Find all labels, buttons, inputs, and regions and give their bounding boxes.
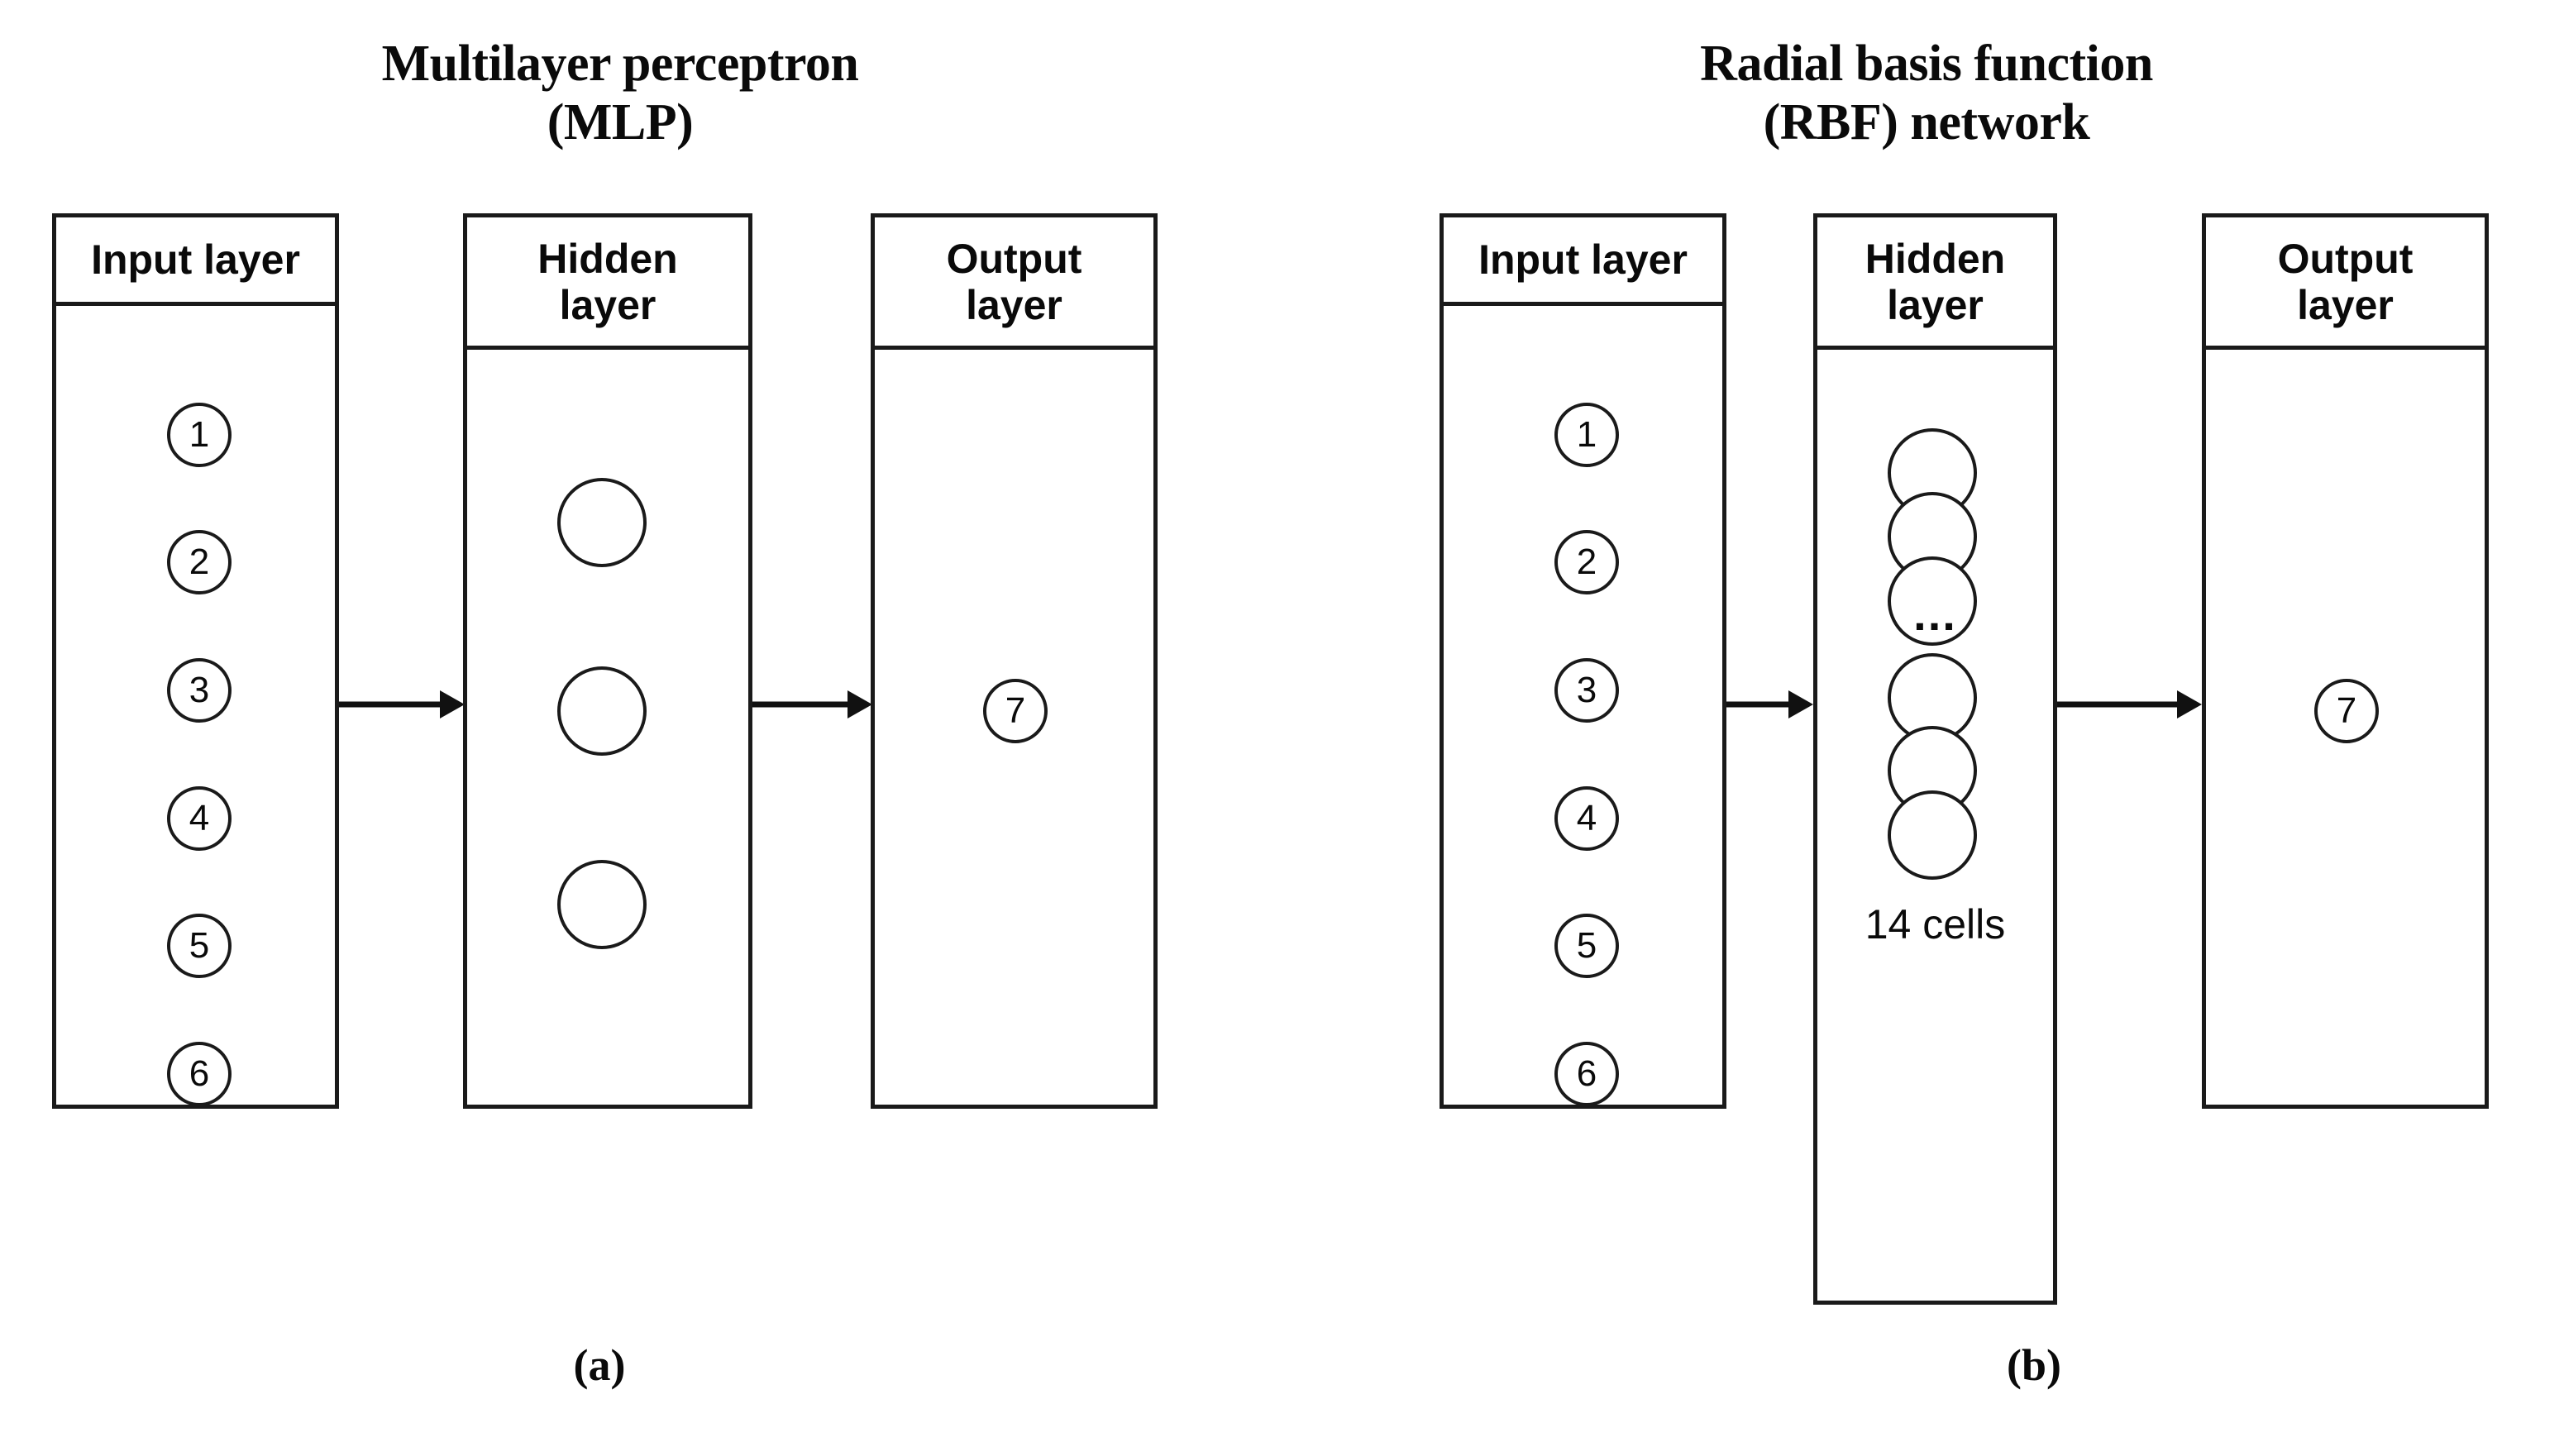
rbf-hidden-layer-label: Hidden layer	[1865, 235, 2006, 328]
mlp-hidden-node-2[interactable]	[557, 666, 647, 756]
rbf-input-node-6[interactable]: 6	[1554, 1042, 1619, 1106]
rbf-input-node-5[interactable]: 5	[1554, 914, 1619, 978]
rbf-hidden-node-3[interactable]	[1888, 556, 1977, 646]
mlp-input-node-6[interactable]: 6	[167, 1042, 232, 1106]
rbf-input-node-3[interactable]: 3	[1554, 658, 1619, 723]
mlp-arrow-hidden-to-output	[752, 688, 872, 721]
rbf-hidden-layer-box: Hidden layer ... 14 cells	[1813, 213, 2057, 1305]
rbf-input-layer-label: Input layer	[1478, 236, 1688, 283]
mlp-hidden-node-3[interactable]	[557, 860, 647, 949]
mlp-input-layer-body: 1 2 3 4 5 6	[56, 306, 335, 1106]
rbf-hidden-cells-note: 14 cells	[1865, 901, 2006, 948]
panel-caption-a: (a)	[573, 1340, 626, 1390]
rbf-hidden-layer-body: ... 14 cells	[1817, 350, 2053, 1301]
rbf-arrow-input-to-hidden	[1726, 688, 1813, 721]
mlp-hidden-layer-label: Hidden layer	[537, 235, 678, 328]
arrow-head-icon	[848, 690, 872, 718]
mlp-input-node-3[interactable]: 3	[167, 658, 232, 723]
arrow-shaft	[752, 701, 851, 708]
rbf-output-layer-body: 7	[2206, 350, 2485, 1105]
mlp-input-node-2[interactable]: 2	[167, 530, 232, 594]
mlp-input-node-5[interactable]: 5	[167, 914, 232, 978]
mlp-output-layer-box: Output layer 7	[871, 213, 1158, 1109]
panel-caption-b: (b)	[2007, 1340, 2061, 1390]
mlp-hidden-node-1[interactable]	[557, 478, 647, 567]
rbf-hidden-ellipsis: ...	[1913, 588, 1957, 640]
arrow-shaft	[2057, 701, 2180, 708]
rbf-input-layer-body: 1 2 3 4 5 6	[1444, 306, 1722, 1106]
mlp-arrow-input-to-hidden	[339, 688, 465, 721]
rbf-hidden-layer-header: Hidden layer	[1817, 217, 2053, 350]
rbf-input-node-2[interactable]: 2	[1554, 530, 1619, 594]
arrow-shaft	[339, 701, 443, 708]
mlp-hidden-layer-header: Hidden layer	[467, 217, 748, 350]
mlp-output-layer-label: Output layer	[946, 235, 1082, 328]
rbf-input-layer-box: Input layer 1 2 3 4 5 6	[1440, 213, 1726, 1109]
panel-title-mlp: Multilayer perceptron (MLP)	[381, 36, 859, 150]
arrow-head-icon	[440, 690, 465, 718]
mlp-input-layer-label: Input layer	[91, 236, 300, 283]
mlp-input-node-1[interactable]: 1	[167, 403, 232, 467]
mlp-output-layer-body: 7	[875, 350, 1153, 1105]
rbf-output-node-7[interactable]: 7	[2314, 679, 2379, 743]
rbf-input-node-4[interactable]: 4	[1554, 786, 1619, 851]
mlp-hidden-layer-body	[467, 350, 748, 1105]
mlp-input-node-4[interactable]: 4	[167, 786, 232, 851]
rbf-output-layer-header: Output layer	[2206, 217, 2485, 350]
mlp-output-node-7[interactable]: 7	[983, 679, 1048, 743]
mlp-output-layer-header: Output layer	[875, 217, 1153, 350]
arrow-head-icon	[2177, 690, 2202, 718]
arrow-shaft	[1726, 701, 1792, 708]
mlp-input-layer-box: Input layer 1 2 3 4 5 6	[52, 213, 339, 1109]
rbf-output-layer-label: Output layer	[2277, 235, 2414, 328]
arrow-head-icon	[1788, 690, 1813, 718]
rbf-input-node-1[interactable]: 1	[1554, 403, 1619, 467]
rbf-arrow-hidden-to-output	[2057, 688, 2202, 721]
rbf-hidden-node-6[interactable]	[1888, 790, 1977, 880]
mlp-hidden-layer-box: Hidden layer	[463, 213, 752, 1109]
rbf-input-layer-header: Input layer	[1444, 217, 1722, 306]
mlp-input-layer-header: Input layer	[56, 217, 335, 306]
panel-title-rbf: Radial basis function (RBF) network	[1700, 36, 2153, 150]
rbf-output-layer-box: Output layer 7	[2202, 213, 2489, 1109]
